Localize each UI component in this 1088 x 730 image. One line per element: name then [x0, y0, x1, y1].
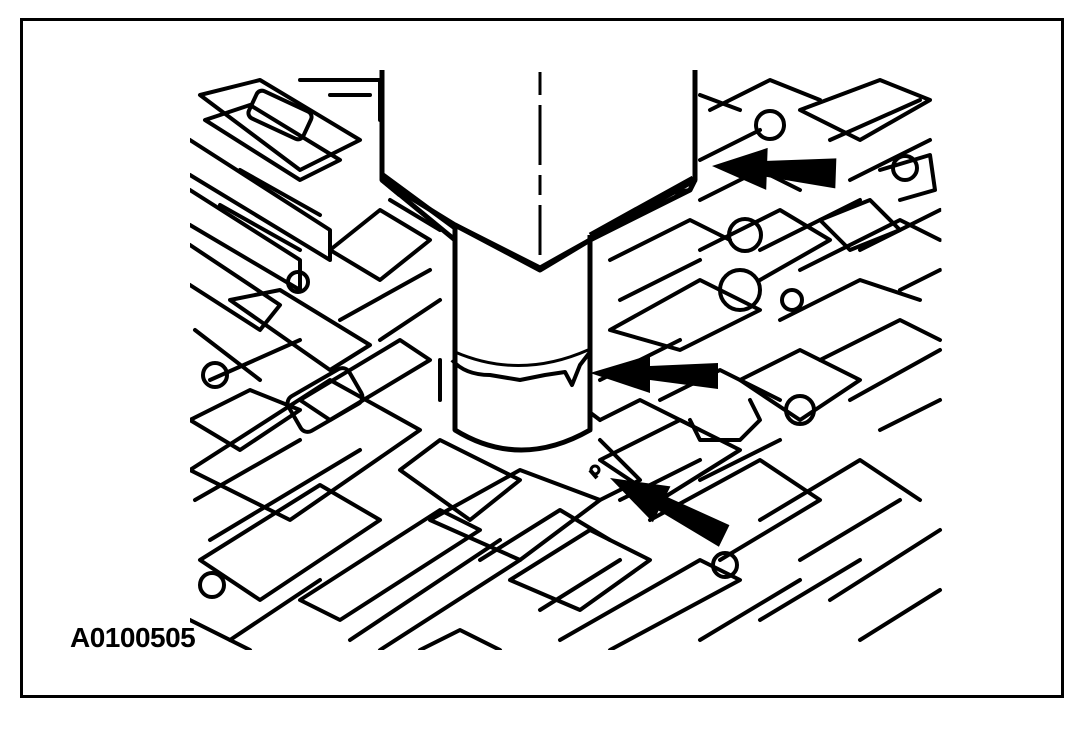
cylindrical-tool	[379, 70, 698, 453]
figure-id-label: A0100505	[70, 622, 196, 653]
arrow-left-icon	[712, 147, 837, 190]
arrow-left-icon	[610, 478, 730, 547]
valve-body-plate	[190, 78, 942, 650]
arrow-left-icon	[590, 355, 718, 393]
